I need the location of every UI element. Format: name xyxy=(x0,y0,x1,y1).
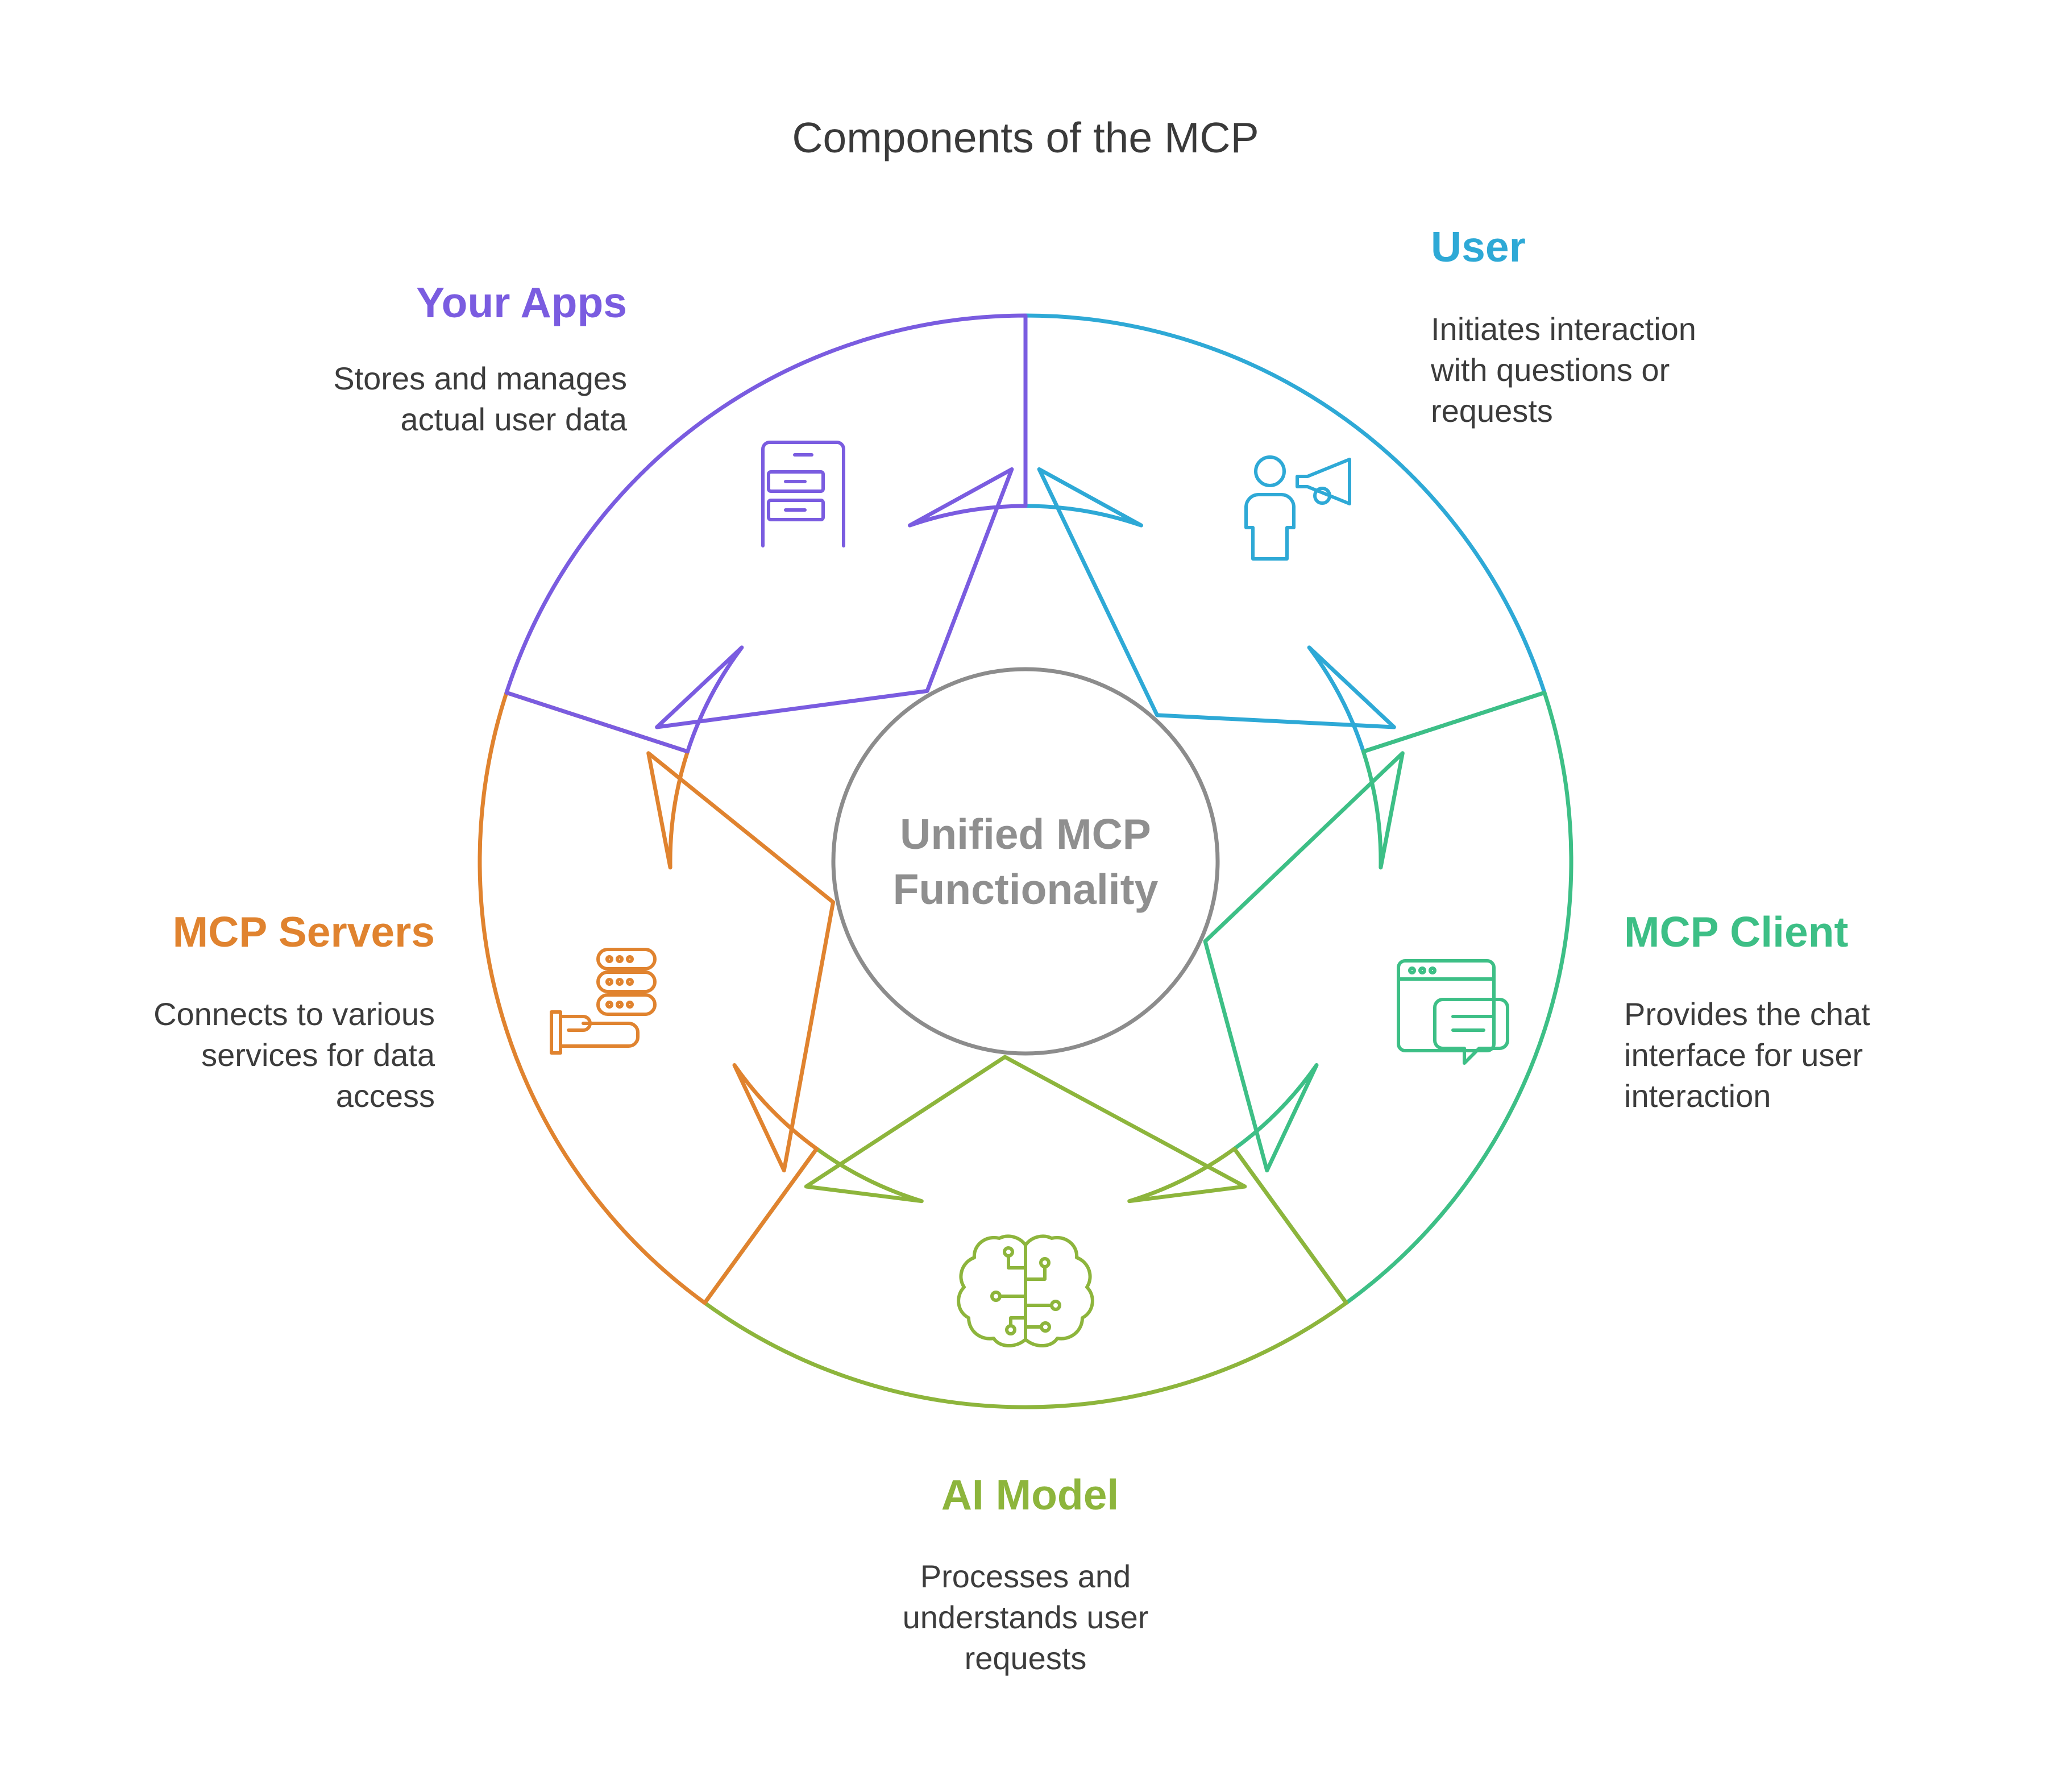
user-segment xyxy=(1023,313,1547,754)
mcp-servers-description-line: Connects to various xyxy=(153,996,435,1032)
your-apps-segment xyxy=(504,313,1028,754)
mcp-client-description-line: interaction xyxy=(1624,1078,1771,1114)
ai-model-segment xyxy=(703,1055,1348,1409)
mcp-client-label: MCP Client Provides the chat interface f… xyxy=(1624,908,1870,1114)
center-circle xyxy=(831,667,1220,1056)
file-cabinet-icon xyxy=(761,441,845,547)
ai-model-description-line: requests xyxy=(965,1640,1087,1676)
ai-model-description-line: Processes and xyxy=(920,1558,1131,1594)
ai-model-title: AI Model xyxy=(941,1471,1119,1519)
your-apps-description-line: actual user data xyxy=(401,401,628,437)
mcp-client-segment xyxy=(1203,690,1573,1305)
circuit-brain-icon xyxy=(957,1234,1094,1348)
center-label-line-1: Unified MCP xyxy=(900,810,1151,858)
hand-server-stack-icon xyxy=(550,948,657,1055)
your-apps-description-line: Stores and manages xyxy=(333,360,627,396)
person-megaphone-icon xyxy=(1244,455,1351,561)
mcp-servers-description-line: services for data xyxy=(201,1037,435,1073)
your-apps-title: Your Apps xyxy=(416,279,627,326)
center-label-line-2: Functionality xyxy=(893,865,1159,913)
your-apps-label: Your Apps Stores and manages actual user… xyxy=(333,279,628,437)
mcp-servers-description-line: access xyxy=(336,1078,435,1114)
mcp-servers-title: MCP Servers xyxy=(173,908,435,956)
mcp-servers-segment xyxy=(478,690,836,1305)
user-description-line: Initiates interaction xyxy=(1431,311,1696,347)
segment-ring xyxy=(478,313,1573,1409)
chat-window-icon xyxy=(1397,959,1509,1065)
user-label: User Initiates interaction with question… xyxy=(1430,223,1696,429)
mcp-client-description-line: Provides the chat xyxy=(1624,996,1870,1032)
mcp-client-description-line: interface for user xyxy=(1624,1037,1863,1073)
ai-model-label: AI Model Processes and understands user … xyxy=(903,1471,1149,1676)
mcp-client-title: MCP Client xyxy=(1624,908,1849,956)
user-description-line: requests xyxy=(1431,393,1553,429)
user-description-line: with questions or xyxy=(1430,352,1670,388)
mcp-servers-label: MCP Servers Connects to various services… xyxy=(153,908,435,1114)
ai-model-description-line: understands user xyxy=(903,1599,1149,1635)
diagram-title: Components of the MCP xyxy=(792,114,1259,161)
user-title: User xyxy=(1431,223,1526,271)
